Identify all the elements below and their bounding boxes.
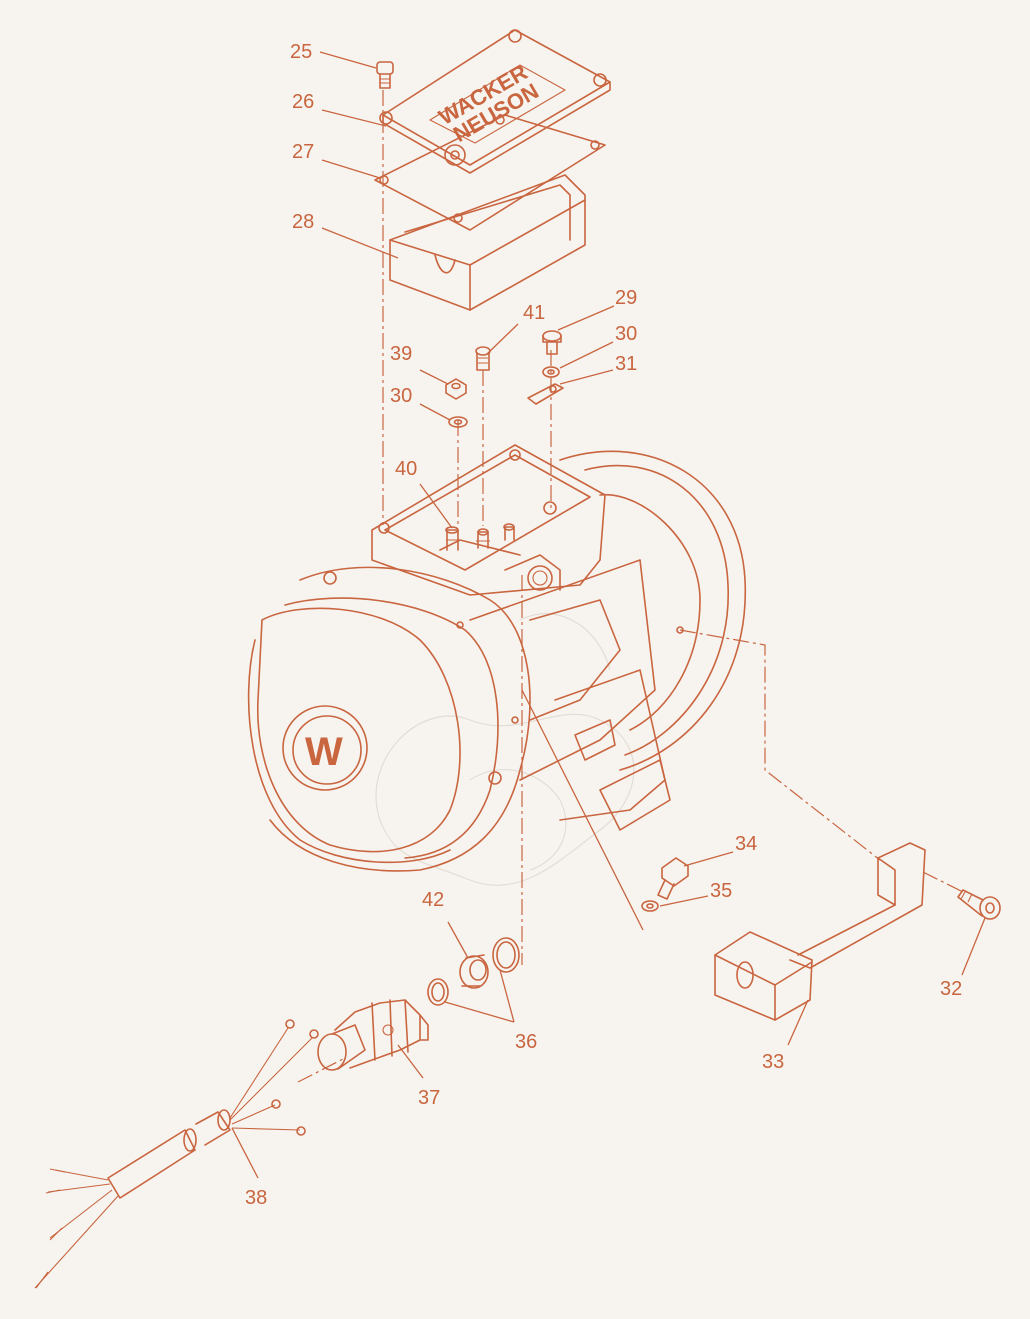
callout-30-upper: 30 <box>615 323 637 345</box>
callout-34: 34 <box>735 833 757 855</box>
motor-body: W <box>247 450 747 872</box>
nut-39 <box>445 378 467 400</box>
callout-27: 27 <box>292 141 314 163</box>
handle-33 <box>714 842 926 1021</box>
screw-29 <box>542 330 562 355</box>
callout-35: 35 <box>710 880 732 902</box>
gasket-27 <box>374 114 606 231</box>
washer-30-lower <box>448 416 468 428</box>
screw-32 <box>957 889 1001 920</box>
screw-41 <box>475 346 491 371</box>
frame-28 <box>389 174 586 311</box>
motor-logo-letter: W <box>305 730 343 774</box>
washer-30-upper <box>542 366 560 378</box>
callout-40: 40 <box>395 458 417 480</box>
callout-41: 41 <box>523 302 545 324</box>
o-ring-36-small <box>427 978 449 1006</box>
callout-37: 37 <box>418 1087 440 1109</box>
callout-32: 32 <box>940 978 962 1000</box>
bushing-42 <box>459 954 489 989</box>
cable-gland-37 <box>317 999 429 1071</box>
callout-42: 42 <box>422 889 444 911</box>
o-ring-36-large <box>492 937 520 973</box>
terminal-studs-40 <box>445 523 515 551</box>
cap-screw-25 <box>376 61 394 89</box>
callout-31: 31 <box>615 353 637 375</box>
callout-30-lower: 30 <box>390 385 412 407</box>
leader-lines <box>231 51 986 1179</box>
washer-35 <box>641 900 659 912</box>
callouts: 25 26 27 28 29 30 31 41 39 30 40 34 35 4… <box>245 41 962 1209</box>
callout-38: 38 <box>245 1187 267 1209</box>
callout-33: 33 <box>762 1051 784 1073</box>
assembly-lines <box>297 90 966 1083</box>
callout-25: 25 <box>290 41 312 63</box>
background-watermark <box>375 613 635 886</box>
screw-34 <box>657 857 689 900</box>
cable-38 <box>34 1019 319 1289</box>
callout-39: 39 <box>390 343 412 365</box>
callout-29: 29 <box>615 287 637 309</box>
callout-36: 36 <box>515 1031 537 1053</box>
callout-28: 28 <box>292 211 314 233</box>
terminal-cover-26: WACKER NEUSON <box>379 29 611 174</box>
lug-31 <box>527 383 564 405</box>
callout-26: 26 <box>292 91 314 113</box>
